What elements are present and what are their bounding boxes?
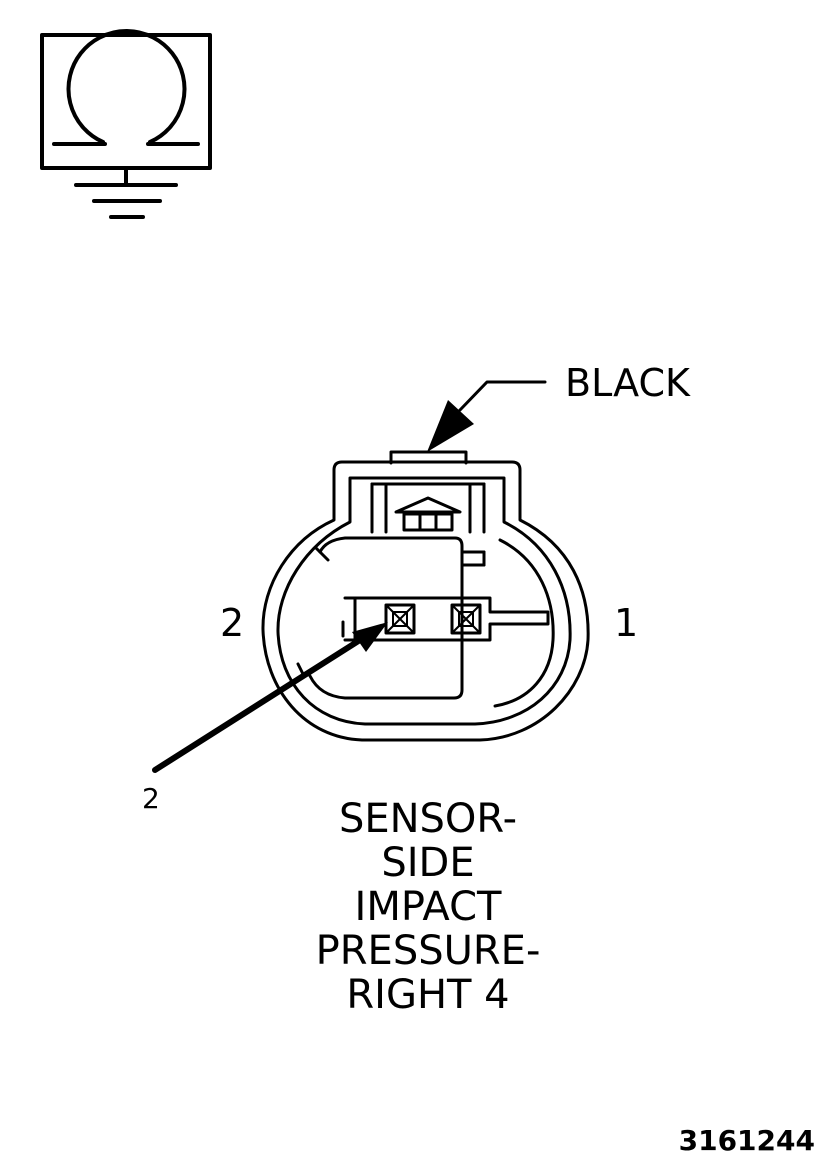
ohm-ground-icon [40,28,212,219]
pin-2-label: 2 [220,601,244,645]
component-caption: SENSOR- SIDE IMPACT PRESSURE- RIGHT 4 [316,796,541,1018]
callout-number: 2 [142,782,160,815]
caption-line: PRESSURE- [316,928,541,974]
connector-color-label: BLACK [565,361,691,405]
connector-body [261,450,590,742]
caption-line: IMPACT [355,884,502,930]
caption-line: SENSOR- [339,796,517,842]
pin-1-terminal [450,603,482,635]
caption-line: RIGHT 4 [346,972,509,1018]
figure-id: 3161244 [679,1124,815,1157]
pin-1-label: 1 [614,601,638,645]
pin-2-terminal [384,603,416,635]
caption-line: SIDE [381,840,474,886]
color-leader-arrow [427,380,547,452]
pin-callout-arrow [152,622,388,773]
